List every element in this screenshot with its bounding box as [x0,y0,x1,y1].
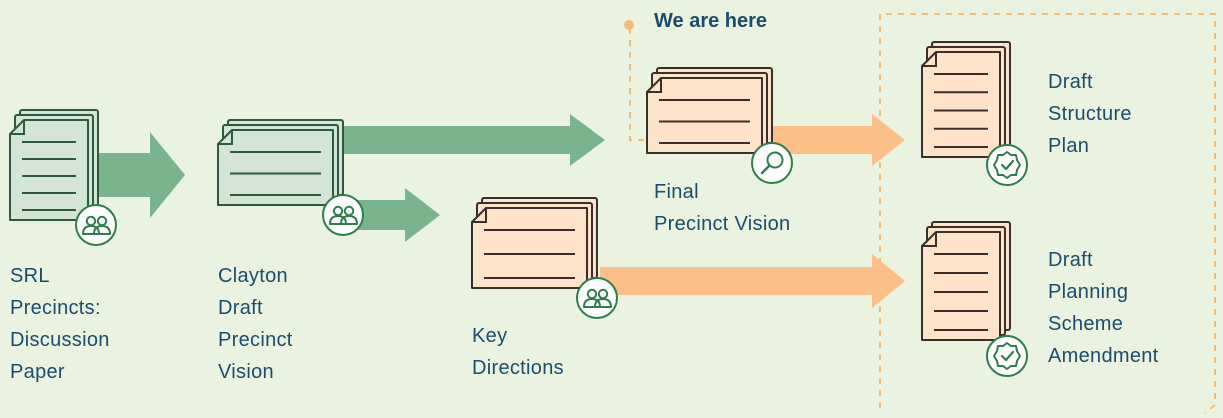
label-clayton-draft: Clayton Draft Precinct Vision [218,265,293,383]
document-stack-clayton-draft [217,119,344,206]
magnifier-icon [751,142,793,184]
label-planning-amendment: Draft Planning Scheme Amendment [1048,249,1159,367]
document-stack-key-directions [471,197,598,289]
document-stack-final-vision [646,67,773,154]
we-are-here-label: We are here [654,10,768,32]
dashed-bracket [629,13,1216,414]
document-stack-srl-precincts [9,109,99,221]
document-stack-structure-plan [921,41,1011,158]
arrow-clayton-to-key [355,188,440,242]
label-srl-precincts: SRL Precincts: Discussion Paper [10,265,110,383]
document-stack-planning-amendment [921,221,1011,341]
label-structure-plan: Draft Structure Plan [1048,71,1132,157]
arrow-key-to-amendment [600,254,905,308]
arrow-final-to-structure [770,114,905,166]
people-icon [576,277,618,319]
marker-dot [624,20,634,30]
label-key-directions: Key Directions [472,325,564,379]
label-final-vision: Final Precinct Vision [654,181,791,235]
people-icon [75,204,117,246]
arrow-srl-to-clayton [95,132,185,218]
people-icon [322,194,364,236]
check-badge-icon [986,335,1028,377]
arrow-clayton-to-final [330,114,605,166]
check-badge-icon [986,144,1028,186]
